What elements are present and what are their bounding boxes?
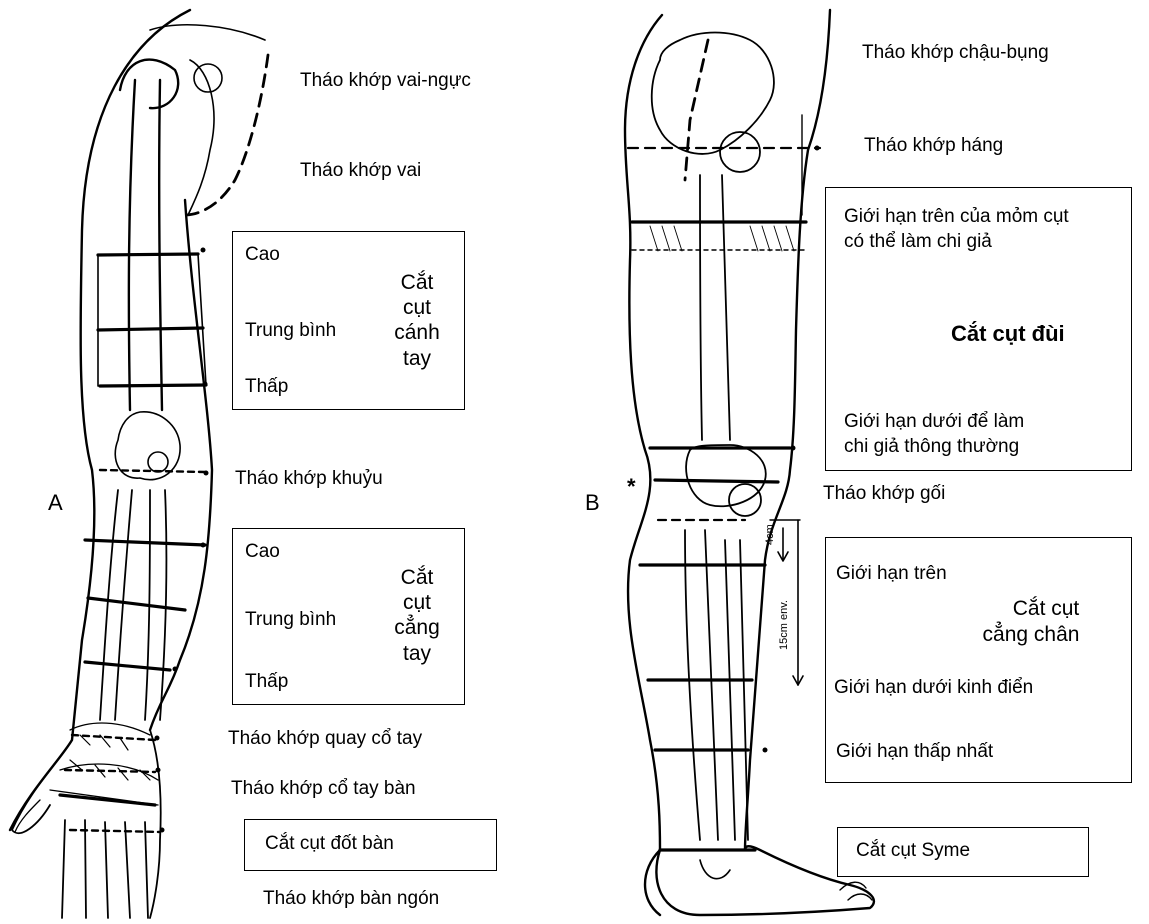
thigh-upper-limit-2: có thể làm chi giả	[844, 230, 1069, 255]
forearm-title-4: tay	[383, 641, 451, 666]
measure-4cm: 4cm	[764, 524, 777, 545]
upper-arm-middle: Trung bình	[245, 320, 336, 342]
shank-title-2: cẳng chân	[946, 622, 1116, 648]
forearm-title: Cắt cụt cẳng tay	[383, 565, 451, 666]
shank-title-1: Cắt cụt	[946, 596, 1116, 622]
forearm-box: Cao Trung bình Thấp Cắt cụt cẳng tay	[232, 528, 465, 705]
knee-star-marker: *	[627, 474, 636, 499]
forearm-title-2: cụt	[383, 590, 451, 615]
forearm-title-3: cẳng	[383, 615, 451, 640]
label-hip: Tháo khớp háng	[864, 135, 1003, 157]
forearm-high: Cao	[245, 541, 280, 563]
thigh-lower-limit: Giới hạn dưới để làm chi giả thông thườn…	[844, 410, 1024, 459]
label-shoulder: Tháo khớp vai	[300, 160, 421, 182]
upper-arm-title-2: cụt	[383, 295, 451, 320]
shank-title: Cắt cụt cẳng chân	[946, 596, 1116, 649]
measure-15cm: 15cm env.	[778, 600, 791, 650]
label-knee: Tháo khớp gối	[823, 483, 945, 505]
arm-drawing	[10, 10, 268, 918]
label-metacarpophalangeal: Tháo khớp bàn ngón	[263, 888, 439, 910]
label-hemipelvectomy: Tháo khớp chậu-bụng	[862, 42, 1049, 64]
shank-classic-lower: Giới hạn dưới kinh điển	[834, 677, 1033, 699]
thigh-upper-limit: Giới hạn trên của mỏm cụt có thể làm chi…	[844, 205, 1069, 254]
upper-arm-title-3: cánh	[383, 320, 451, 345]
label-shoulder-thoracic: Tháo khớp vai-ngực	[300, 70, 471, 92]
label-carpometacarpal: Tháo khớp cổ tay bàn	[231, 778, 416, 800]
leg-letter: B	[585, 490, 600, 515]
forearm-title-1: Cắt	[383, 565, 451, 590]
upper-arm-low: Thấp	[245, 376, 288, 398]
shank-lowest: Giới hạn thấp nhất	[836, 741, 993, 763]
arm-letter: A	[48, 490, 63, 515]
thigh-lower-limit-1: Giới hạn dưới để làm	[844, 410, 1024, 435]
label-elbow: Tháo khớp khuỷu	[235, 468, 383, 490]
thigh-box: Giới hạn trên của mỏm cụt có thể làm chi…	[825, 187, 1132, 471]
thigh-lower-limit-2: chi giả thông thường	[844, 435, 1024, 460]
shank-upper-limit: Giới hạn trên	[836, 563, 947, 585]
shank-box: Giới hạn trên Cắt cụt cẳng chân Giới hạn…	[825, 537, 1132, 783]
forearm-low: Thấp	[245, 671, 288, 693]
syme-box: Cắt cụt Syme	[837, 827, 1089, 877]
forearm-middle: Trung bình	[245, 609, 336, 631]
thigh-title: Cắt cụt đùi	[951, 321, 1065, 346]
syme-label: Cắt cụt Syme	[856, 840, 970, 862]
thigh-upper-limit-1: Giới hạn trên của mỏm cụt	[844, 205, 1069, 230]
metacarpal-label: Cắt cụt đốt bàn	[265, 833, 394, 855]
upper-arm-title: Cắt cụt cánh tay	[383, 270, 451, 371]
buttock-contour	[625, 15, 662, 915]
upper-arm-box: Cao Trung bình Thấp Cắt cụt cánh tay	[232, 231, 465, 410]
upper-arm-high: Cao	[245, 244, 280, 266]
metacarpal-box: Cắt cụt đốt bàn	[244, 819, 497, 871]
upper-arm-title-1: Cắt	[383, 270, 451, 295]
upper-arm-title-4: tay	[383, 346, 451, 371]
label-radiocarpal: Tháo khớp quay cổ tay	[228, 728, 422, 750]
